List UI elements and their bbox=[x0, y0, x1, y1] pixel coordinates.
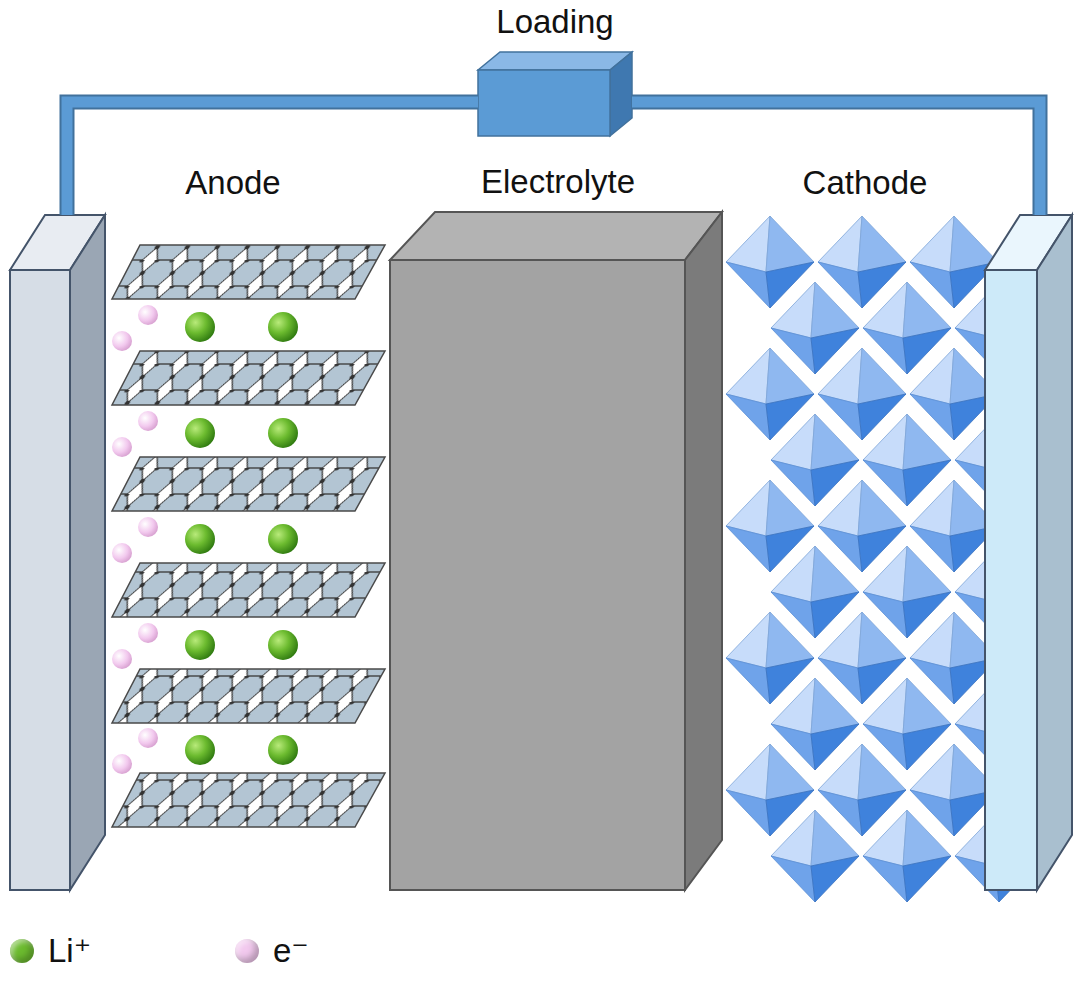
part-label: Electrolyte bbox=[481, 164, 635, 200]
cathode-region: Cathode bbox=[725, 215, 1072, 890]
part-label: Cathode bbox=[803, 165, 928, 201]
circuit-wire bbox=[632, 102, 1040, 215]
legend-swatch bbox=[10, 939, 34, 963]
legend-text: Li⁺ bbox=[48, 933, 91, 969]
part-label: Loading bbox=[496, 4, 613, 40]
circuit-wire bbox=[67, 102, 478, 215]
anode-region: Anode bbox=[10, 215, 388, 890]
load-box: Loading bbox=[478, 52, 632, 136]
part-label: Anode bbox=[185, 165, 280, 201]
electrolyte-block: Electrolyte bbox=[390, 212, 722, 890]
legend-swatch bbox=[235, 939, 259, 963]
legend-text: e⁻ bbox=[273, 933, 309, 969]
